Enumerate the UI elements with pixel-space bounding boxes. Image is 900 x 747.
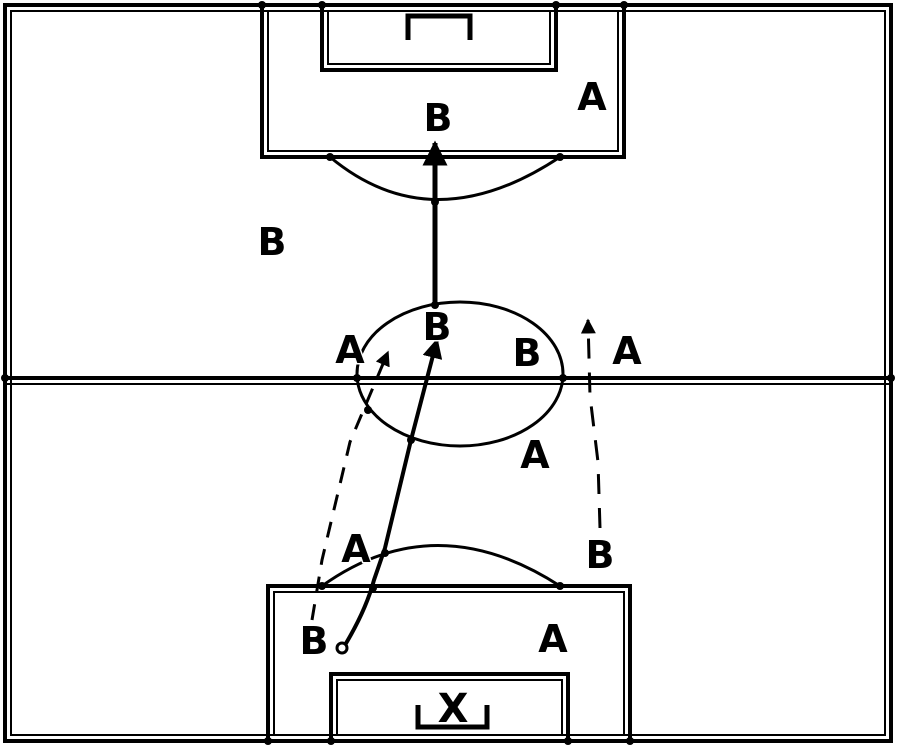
dot [626, 737, 634, 745]
label-below-circle-a: A [520, 433, 550, 477]
label-left-mid-b: B [258, 220, 287, 264]
dot [353, 374, 361, 382]
dot [559, 374, 567, 382]
dot [326, 153, 334, 161]
dot [364, 406, 372, 414]
label-circle-left-a: A [335, 328, 365, 372]
label-circle-top-b: B [423, 305, 452, 349]
bottom-penalty-box [266, 584, 632, 741]
dot [564, 737, 572, 745]
label-bottom-box-a: A [538, 617, 568, 661]
movement-lines [310, 140, 602, 647]
dot [556, 582, 564, 590]
dot [1, 374, 9, 382]
label-circle-right-b: B [513, 331, 542, 375]
run-line-right [580, 318, 602, 529]
dot [552, 1, 560, 9]
pass-line-bottom-to-circle [343, 338, 443, 647]
player-labels: B A B B A B A A B A B A X [256, 74, 644, 733]
dot [264, 737, 272, 745]
bottom-goal-area-inner [336, 679, 563, 735]
top-goal-area [320, 5, 558, 72]
outer-boundary-inner [10, 10, 886, 736]
label-top-box-b: B [424, 96, 453, 140]
label-arc-left-a: A [341, 527, 371, 571]
dot [327, 737, 335, 745]
run-line-left [310, 350, 390, 621]
ball-icon [335, 641, 349, 655]
dot [381, 549, 389, 557]
bottom-penalty-box-inner [273, 591, 625, 735]
dot [431, 301, 439, 309]
dot [556, 153, 564, 161]
top-penalty-arc [329, 155, 561, 201]
dot [318, 582, 326, 590]
label-top-box-a: A [577, 75, 607, 119]
bottom-goal [415, 705, 490, 730]
label-bottom-goal-x: X [438, 686, 469, 732]
outer-boundary [3, 3, 893, 743]
dot [620, 1, 628, 9]
dot [318, 1, 326, 9]
dot [258, 1, 266, 9]
bottom-goal-area [329, 672, 570, 741]
dot [431, 198, 439, 206]
label-bottom-box-b: B [300, 619, 329, 663]
bottom-penalty-arc [321, 544, 561, 588]
label-right-arrow-a: A [612, 329, 642, 373]
top-goal [405, 13, 473, 40]
dot [887, 374, 895, 382]
top-goal-area-inner [327, 11, 551, 65]
dot [369, 584, 377, 592]
dot [407, 436, 415, 444]
label-right-runner-b: B [586, 533, 615, 577]
